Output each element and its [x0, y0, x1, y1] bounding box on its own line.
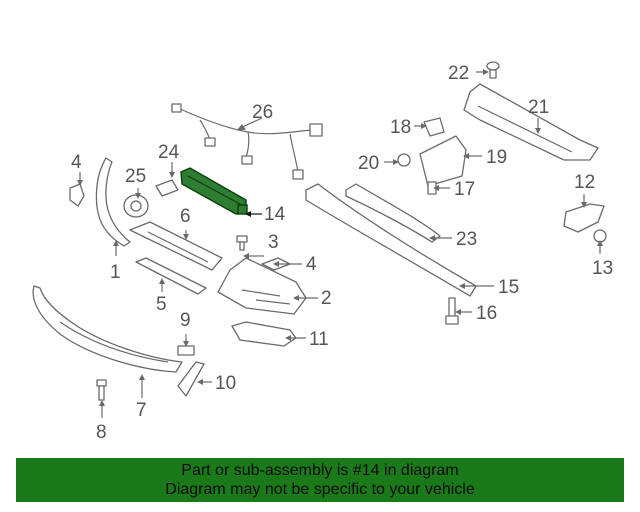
banner-line-1: Part or sub-assembly is #14 in diagram: [181, 462, 459, 479]
part-15-impact-bar: [305, 183, 477, 297]
callout-24: 24: [158, 142, 180, 163]
callout-16: 16: [476, 303, 497, 324]
info-banner: Part or sub-assembly is #14 in diagram D…: [16, 458, 624, 502]
part-25-sensor: [123, 194, 149, 218]
callout-6: 6: [180, 206, 191, 227]
part-14-support-bracket[interactable]: [180, 167, 248, 215]
callout-20: 20: [358, 153, 379, 174]
callout-13: 13: [592, 258, 613, 279]
callout-1: 1: [110, 262, 121, 283]
callout-23: 23: [456, 229, 477, 250]
callout-4-right: 4: [306, 254, 317, 275]
callout-17: 17: [454, 179, 475, 200]
callout-10: 10: [215, 373, 236, 394]
leader-lines: [77, 69, 603, 418]
svg-text:14: 14: [264, 204, 286, 225]
callout-25: 25: [125, 166, 146, 187]
callout-8: 8: [96, 422, 107, 443]
part-21-deflector: [463, 83, 599, 161]
part-19-bracket: [419, 135, 467, 187]
part-2-fog-surround: [217, 257, 307, 315]
part-7-bumper-cover: [32, 285, 183, 373]
part-9-clip: [177, 345, 195, 356]
callout-7: 7: [136, 400, 147, 421]
part-3-bolt: [236, 235, 248, 251]
part-4-left-bracket: [69, 183, 85, 207]
part-11-lower-grille: [231, 321, 297, 347]
part-22-pin: [486, 61, 500, 79]
callout-26: 26: [252, 102, 273, 123]
parts-diagram: 4 1 25 24 6 5 26 3 4 2 11 9 10 7 8 14 15…: [32, 61, 613, 443]
callout-19: 19: [486, 147, 507, 168]
part-18-bracket: [423, 117, 445, 137]
banner-line-2: Diagram may not be specific to your vehi…: [165, 481, 475, 498]
callout-2: 2: [321, 288, 332, 309]
callout-4-left: 4: [71, 152, 82, 173]
part-8-screw: [96, 379, 107, 401]
part-23-absorber: [345, 183, 441, 243]
part-1-side-trim: [95, 157, 131, 247]
callout-5: 5: [156, 294, 167, 315]
callout-12: 12: [574, 172, 595, 193]
callout-22: 22: [448, 63, 469, 84]
part-20-bolt: [397, 153, 411, 167]
callout-18: 18: [390, 117, 411, 138]
callout-21: 21: [528, 97, 549, 118]
part-10-bracket: [177, 361, 205, 397]
callout-15: 15: [498, 277, 519, 298]
part-26-wiring-harness: [171, 103, 323, 180]
part-24-connector: [155, 179, 179, 197]
part-6-grille: [129, 221, 223, 271]
part-5-lower-strip: [135, 257, 207, 295]
callout-14-highlighted: 14: [245, 204, 286, 225]
part-16-bolt: [445, 297, 459, 325]
part-12-side-bracket: [563, 203, 605, 233]
callout-3: 3: [268, 232, 279, 253]
callout-labels: 4 1 25 24 6 5 26 3 4 2 11 9 10 7 8 14 15…: [71, 63, 613, 443]
callout-9: 9: [180, 310, 191, 331]
callout-11: 11: [309, 329, 329, 350]
